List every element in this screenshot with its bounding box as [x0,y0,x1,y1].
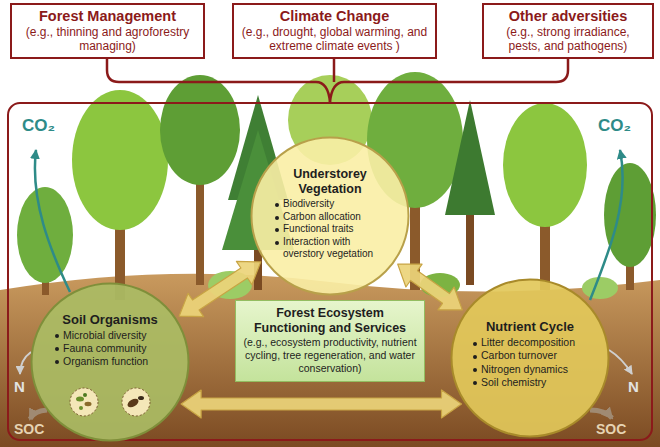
tree-canopy [604,163,656,267]
box-title: Other adversities [489,8,647,25]
flux-label: SOC [14,421,44,437]
circle-content: Understorey VegetationBiodiversityCarbon… [274,167,386,261]
circle-heading: Nutrient Cycle [472,319,588,334]
flux-arrow [20,352,31,374]
bullet-item: Functional traits [274,223,386,236]
box-note: (e.g., ecosystem productivity, nutrient … [242,336,418,375]
flux-arrow [590,150,623,300]
tree-canopy [503,103,587,227]
box-note: (e.g., strong irradiance, pests, and pat… [489,25,647,53]
bullet-item: Interaction with overstory vegetation [274,236,386,261]
bullet-item: Microbial diversity [54,329,166,342]
box-title: Climate Change [239,8,430,25]
bullet-item: Carbon allocation [274,211,386,224]
flux-label: N [628,378,639,395]
double-arrow [181,390,461,418]
box-note: (e.g., drought, global warming, and extr… [239,25,430,53]
bullet-item: Carbon turnover [472,349,588,362]
circle-outline [32,284,189,441]
circle-content: Nutrient CycleLitter decompositionCarbon… [472,319,588,389]
circle-heading: Understorey Vegetation [274,167,386,196]
microbe-icon [76,397,84,402]
microbe-icon [85,402,92,406]
flux-label: CO₂ [598,116,631,135]
bullet-item: Biodiversity [274,198,386,211]
bullet-item: Soil chemistry [472,376,588,389]
box-title: Forest Ecosystem Functioning and Service… [242,306,418,336]
fauna-icon [138,396,144,400]
flux-label: SOC [596,421,626,437]
component-circle: Understorey VegetationBiodiversityCarbon… [250,136,410,296]
circle-heading: Soil Organisms [54,312,166,327]
factor-box: Climate Change(e.g., drought, global war… [232,3,437,59]
microbe-icon [79,406,83,410]
factor-box: Forest Management(e.g., thinning and agr… [10,3,205,59]
microbe-icon [83,393,87,397]
bullet-item: Nitrogen dynamics [472,363,588,376]
fauna-icon [126,397,140,409]
circle-content: Soil OrganismsMicrobial diversityFauna c… [54,312,166,368]
flux-arrow [30,410,47,419]
bullet-item: Litter decomposition [472,336,588,349]
fauna-icon [122,388,150,416]
bullet-item: Fauna community [54,342,166,355]
box-note: (e.g., thinning and agroforestry managin… [17,25,198,53]
box-title: Forest Management [17,8,198,25]
tree-canopy [160,75,240,185]
flux-arrow [609,350,632,374]
factor-box: Other adversities(e.g., strong irradianc… [482,3,654,59]
service-box: Forest Ecosystem Functioning and Service… [235,300,425,382]
bullet-item: Organism function [54,355,166,368]
circle-outline [252,138,409,295]
understorey-bush [582,277,618,299]
component-circle: Nutrient CycleLitter decompositionCarbon… [450,278,610,438]
tree-canopy [17,187,73,283]
conifer-tree [445,100,495,215]
circle-outline [452,280,609,437]
flux-label: N [14,378,25,395]
flux-arrow [590,410,612,418]
microbe-icon [70,388,98,416]
tree-canopy [72,90,168,230]
component-circle: Soil OrganismsMicrobial diversityFauna c… [30,282,190,442]
forest-ground [0,274,660,447]
flux-label: CO₂ [22,116,55,135]
flux-arrow [35,150,70,292]
system-frame [8,103,652,440]
